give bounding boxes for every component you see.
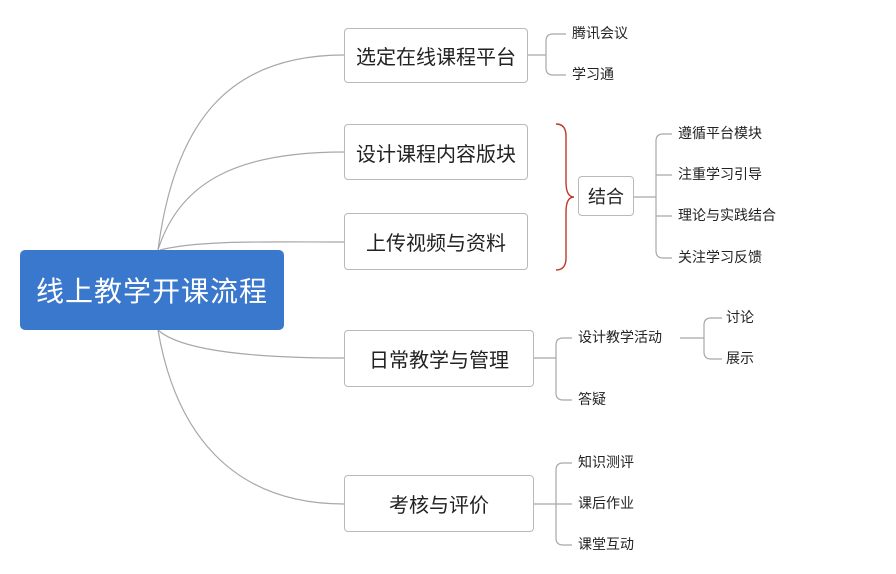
leaf-learning-feedback[interactable]: 关注学习反馈	[678, 250, 762, 266]
connector-branch-4-children	[534, 337, 572, 401]
branch-upload-materials[interactable]: 上传视频与资料	[344, 213, 528, 270]
connector-branch-5-children	[534, 462, 572, 546]
leaf-class-interaction[interactable]: 课堂互动	[578, 537, 634, 553]
combine-node[interactable]: 结合	[578, 176, 634, 216]
leaf-homework[interactable]: 课后作业	[578, 496, 634, 512]
leaf-follow-platform-modules[interactable]: 遵循平台模块	[678, 126, 762, 142]
leaf-q-and-a[interactable]: 答疑	[578, 392, 606, 408]
connector-activity-children	[680, 317, 722, 360]
leaf-theory-practice[interactable]: 理论与实践结合	[678, 208, 776, 224]
branch-daily-teaching[interactable]: 日常教学与管理	[344, 330, 534, 387]
leaf-xuexitong[interactable]: 学习通	[572, 67, 614, 83]
branch-design-content[interactable]: 设计课程内容版块	[344, 124, 528, 180]
curly-brace	[555, 123, 575, 271]
connector-root-branch-4	[157, 329, 345, 359]
leaf-presentation[interactable]: 展示	[726, 351, 754, 367]
connector-branch-1-children	[528, 33, 566, 76]
leaf-discussion[interactable]: 讨论	[726, 310, 754, 326]
connector-root-branch-5	[157, 329, 345, 505]
leaf-design-activities[interactable]: 设计教学活动	[578, 330, 662, 346]
leaf-tencent-meeting[interactable]: 腾讯会议	[572, 26, 628, 42]
branch-assessment[interactable]: 考核与评价	[344, 475, 534, 532]
connector-root-branch-2	[157, 151, 345, 251]
branch-select-platform[interactable]: 选定在线课程平台	[344, 28, 528, 83]
connector-root-branch-3	[159, 241, 345, 251]
leaf-focus-learning-guidance[interactable]: 注重学习引导	[678, 167, 762, 183]
leaf-knowledge-test[interactable]: 知识测评	[578, 455, 634, 471]
root-node[interactable]: 线上教学开课流程	[20, 250, 284, 330]
connector-root-branch-1	[157, 54, 345, 251]
connector-combine-children	[634, 133, 672, 259]
